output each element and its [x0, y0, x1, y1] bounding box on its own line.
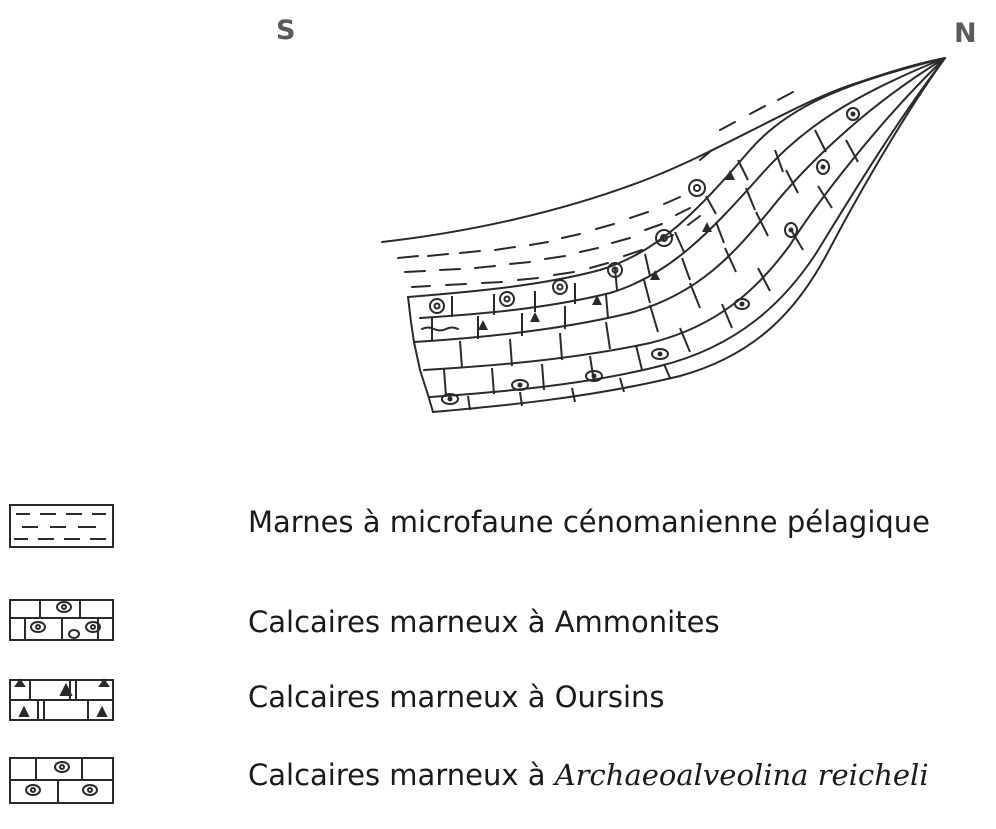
legend-label-marls: Marnes à microfaune cénomanienne pélagiq… — [248, 505, 930, 539]
legend-label-archaeoalveolina: Calcaires marneux à Archaeoalveolina rei… — [248, 758, 929, 792]
compass-south-label: S — [276, 15, 295, 46]
limestone-joints — [432, 130, 858, 410]
foraminifera-limestone-icon — [10, 758, 113, 803]
bed-boundary-2 — [420, 58, 945, 318]
compass-north-label: N — [954, 18, 977, 49]
legend-label-prefix: Calcaires marneux à — [248, 758, 546, 792]
marl-dashes — [398, 92, 793, 287]
ammonite-fossils — [430, 180, 705, 313]
legend-label-taxon: Archaeoalveolina reicheli — [555, 758, 929, 792]
foraminifera-fossils — [442, 108, 859, 404]
legend-label-urchins: Calcaires marneux à Oursins — [248, 680, 665, 714]
bed-boundary-4 — [424, 58, 945, 370]
urchin-limestone-icon — [10, 680, 113, 720]
marls-dashes-icon — [10, 505, 113, 547]
ammonite-limestone-icon — [10, 600, 113, 640]
legend-label-ammonites: Calcaires marneux à Ammonites — [248, 605, 720, 639]
